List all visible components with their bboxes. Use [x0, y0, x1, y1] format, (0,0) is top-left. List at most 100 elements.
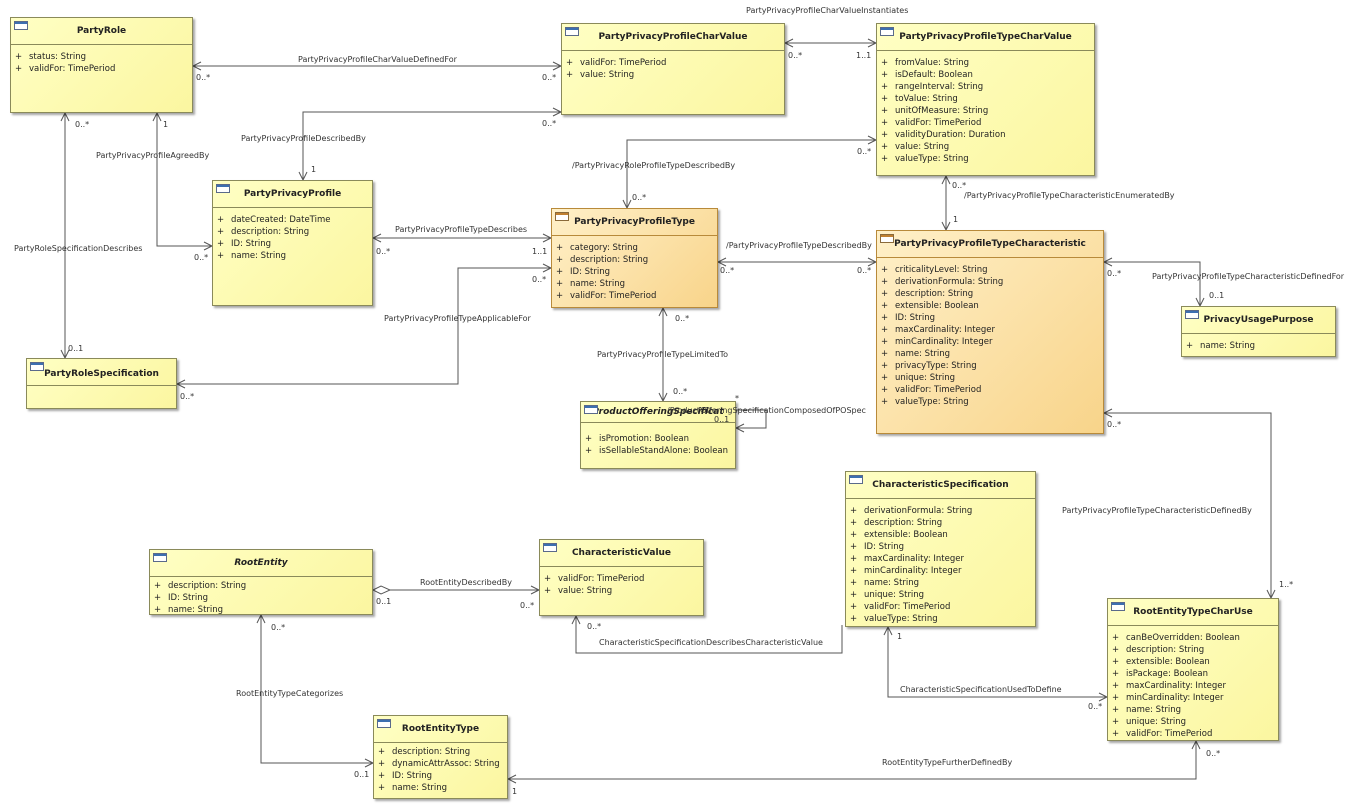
multiplicity-label: 0..1 [354, 770, 370, 779]
arrowhead [941, 174, 951, 185]
association-label: PartyPrivacyProfileTypeDescribes [395, 225, 528, 234]
attribute: +derivationFormula: String [881, 277, 1004, 287]
class-name: PartyRole [76, 26, 127, 36]
attribute: +name: String [556, 279, 626, 289]
class-root-entity[interactable]: RootEntity +description: String +ID: Str… [149, 549, 373, 615]
attribute-list: +description: String +dynamicAttrAssoc: … [374, 743, 507, 794]
multiplicity-label: 0..* [196, 73, 211, 82]
class-root-entity-type[interactable]: RootEntityType +description: String +dyn… [373, 715, 508, 799]
attribute: +value: String [566, 70, 635, 80]
association-label: /ProductOfferingSpecificationComposedOfP… [667, 406, 866, 415]
aggregation-diamond [371, 585, 392, 595]
class-root-entity-type-char-use[interactable]: RootEntityTypeCharUse +canBeOverridden: … [1107, 598, 1279, 741]
class-header: CharacteristicValue [540, 540, 703, 567]
attribute: +ID: String [556, 267, 610, 277]
assoc-line-spec-used-to-define [887, 627, 1107, 698]
class-icon [14, 21, 28, 30]
assoc-line-ppp-agreed-by [156, 113, 212, 247]
class-header: RootEntityType [374, 716, 507, 743]
multiplicity-label: 1 [897, 632, 903, 641]
class-header: PartyRoleSpecification [27, 359, 176, 386]
attribute-list: +canBeOverridden: Boolean +description: … [1108, 626, 1278, 740]
attribute: +isPromotion: Boolean [585, 434, 690, 444]
class-name: PartyPrivacyProfileCharValue [598, 32, 748, 42]
class-party-role[interactable]: PartyRole +status: String +validFor: Tim… [10, 17, 193, 113]
class-icon [30, 362, 44, 371]
class-name: CharacteristicSpecification [872, 480, 1009, 490]
arrowhead [506, 774, 517, 784]
multiplicity-label: 0..* [952, 181, 967, 190]
arrowhead [716, 257, 727, 267]
arrowhead [256, 613, 266, 624]
attribute: +toValue: String [881, 94, 958, 104]
class-name: RootEntityType [401, 724, 480, 734]
multiplicity-label: 0..* [1206, 749, 1221, 758]
class-characteristic-specification[interactable]: CharacteristicSpecification +derivationF… [845, 471, 1036, 627]
class-party-role-specification[interactable]: PartyRoleSpecification [26, 358, 177, 409]
multiplicity-label: * [735, 394, 739, 403]
arrowhead [783, 38, 794, 48]
class-ppp-type[interactable]: PartyPrivacyProfileType +category: Strin… [551, 208, 718, 308]
class-name: PartyPrivacyProfileTypeCharacteristic [894, 239, 1086, 249]
attribute: +value: String [544, 586, 613, 596]
association-label: PartyPrivacyProfileTypeApplicableFor [384, 314, 531, 323]
class-icon [880, 234, 894, 243]
class-name: PartyRoleSpecification [44, 369, 159, 379]
assoc-line-pos-composed-of [736, 409, 767, 429]
class-pppt-char-value[interactable]: PartyPrivacyProfileTypeCharValue +fromVa… [876, 23, 1095, 176]
attribute: +name: String [154, 605, 224, 615]
multiplicity-label: 0..* [720, 266, 735, 275]
class-name: PrivacyUsagePurpose [1203, 315, 1314, 325]
multiplicity-label: 0..* [857, 147, 872, 156]
class-name: CharacteristicValue [571, 548, 672, 558]
attribute: +ID: String [217, 239, 271, 249]
attribute: +unique: String [881, 373, 956, 383]
attribute: +minCardinality: Integer [850, 566, 962, 576]
class-icon [543, 543, 557, 552]
assoc-line-role-profile-type-described-by [626, 139, 876, 208]
attribute-list: +derivationFormula: String +description:… [846, 499, 1035, 625]
class-icon [1111, 602, 1125, 611]
association-label: CharacteristicSpecificationUsedToDefine [900, 685, 1062, 694]
class-party-privacy-profile[interactable]: PartyPrivacyProfile +dateCreated: DateTi… [212, 180, 373, 306]
attribute: +description: String [217, 227, 310, 237]
multiplicity-label: 0..* [376, 247, 391, 256]
assoc-line-ppp-described-by [302, 111, 561, 180]
multiplicity-label: 0..* [180, 392, 195, 401]
attribute: +ID: String [378, 771, 432, 781]
class-privacy-usage-purpose[interactable]: PrivacyUsagePurpose +name: String [1181, 306, 1336, 357]
association-label: PartyPrivacyProfileCharValueDefinedFor [298, 55, 457, 64]
class-header: PartyPrivacyProfileTypeCharValue [877, 24, 1094, 51]
class-header: PartyPrivacyProfileType [552, 209, 717, 236]
association-label: RootEntityDescribedBy [420, 578, 512, 587]
class-ppp-char-value[interactable]: PartyPrivacyProfileCharValue +validFor: … [561, 23, 785, 115]
multiplicity-label: 1..1 [856, 51, 872, 60]
attribute: +valueType: String [881, 397, 969, 407]
multiplicity-label: 0..* [271, 623, 286, 632]
attribute: +name: String [378, 783, 448, 793]
attribute: +description: String [850, 518, 943, 528]
class-icon [584, 405, 598, 414]
class-header: PartyRole [11, 18, 192, 45]
attribute: +isPackage: Boolean [1112, 669, 1209, 679]
multiplicity-label: 0..* [788, 51, 803, 60]
multiplicity-label: 0..1 [376, 597, 392, 606]
class-product-offering-specification[interactable]: ProductOfferingSpecificat +isPromotion: … [580, 401, 736, 469]
attribute: +validFor: TimePeriod [881, 385, 982, 395]
association-label: PartyPrivacyProfileCharValueInstantiates [746, 6, 909, 15]
attribute: +privacyType: String [881, 361, 977, 371]
class-header: PartyPrivacyProfileCharValue [562, 24, 784, 51]
attribute: +unitOfMeasure: String [881, 106, 989, 116]
class-pppt-characteristic[interactable]: PartyPrivacyProfileTypeCharacteristic +c… [876, 230, 1104, 434]
assoc-line-further-defined-by [508, 741, 1197, 780]
attribute-list: +name: String [1182, 334, 1335, 352]
class-header: RootEntityTypeCharUse [1108, 599, 1278, 626]
class-icon [1185, 310, 1199, 319]
assoc-line-char-defined-by [1104, 412, 1272, 598]
multiplicity-label: 0..1 [68, 344, 84, 353]
association-label: PartyPrivacyProfileDescribedBy [241, 134, 366, 143]
attribute: +description: String [154, 581, 247, 591]
assoc-line-spec-describes-value [575, 616, 843, 654]
class-characteristic-value[interactable]: CharacteristicValue +validFor: TimePerio… [539, 539, 704, 616]
